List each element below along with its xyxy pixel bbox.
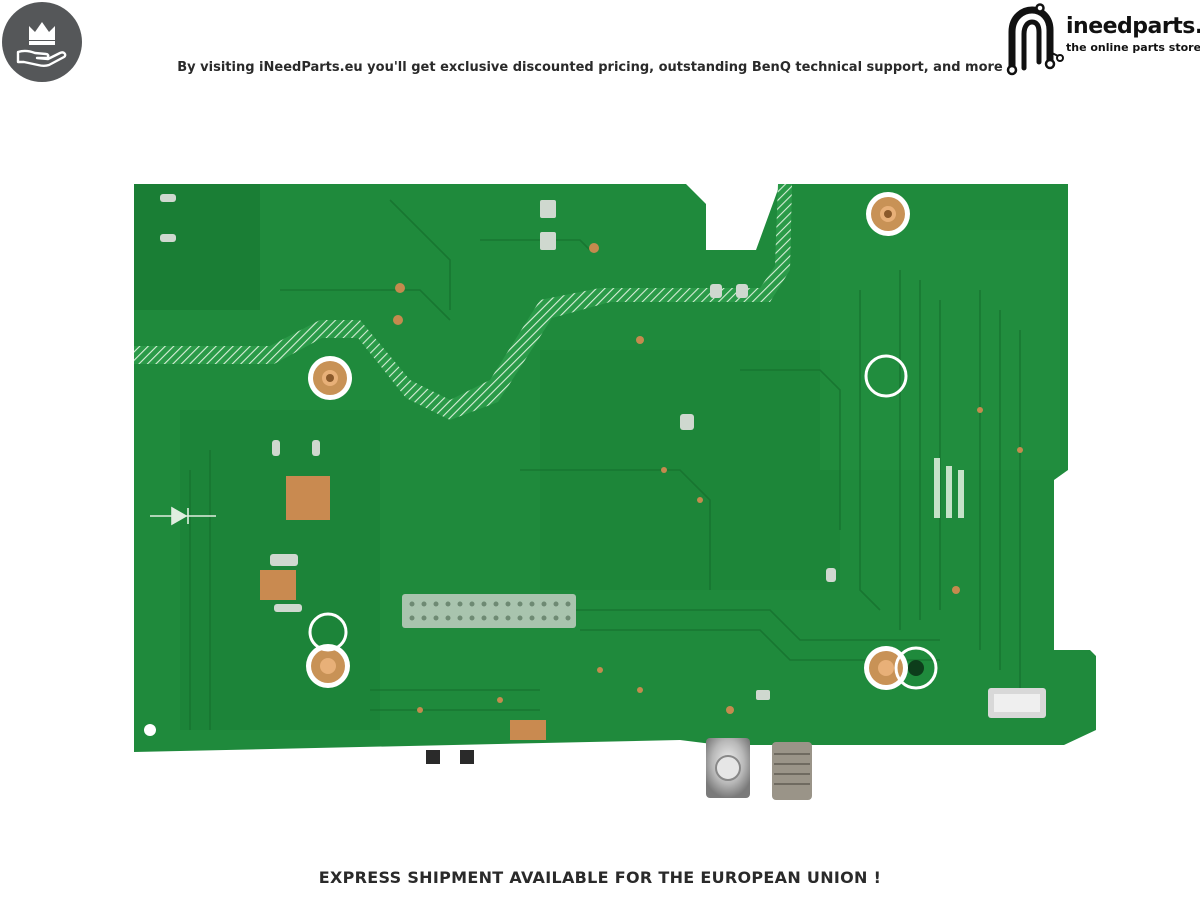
- circuit-n-logo-icon: [1004, 2, 1064, 76]
- promo-tagline: By visiting iNeedParts.eu you'll get exc…: [177, 60, 1003, 75]
- pcb-board-image: [120, 170, 1110, 810]
- brand-subtitle: the online parts store: [1066, 41, 1200, 54]
- brand-name: ineedparts.eu: [1066, 14, 1200, 39]
- shipping-note: EXPRESS SHIPMENT AVAILABLE FOR THE EUROP…: [318, 868, 882, 887]
- crown-hand-icon: [2, 2, 82, 82]
